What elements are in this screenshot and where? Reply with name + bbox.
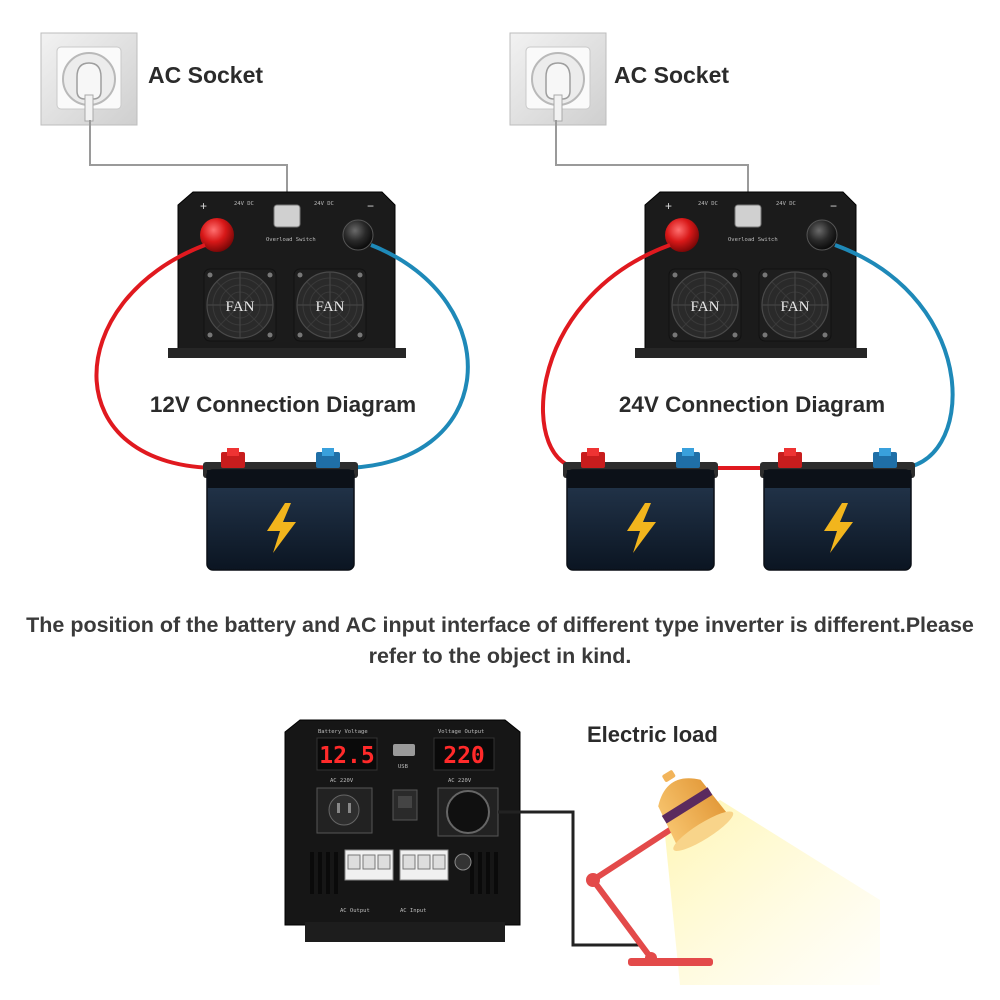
fan-label: FAN: [316, 299, 345, 315]
battery-display: [316, 737, 378, 771]
negative-wire: [834, 243, 955, 471]
battery-display-value: 12.5: [319, 743, 374, 769]
battery-voltage-caption: Battery Voltage: [318, 729, 368, 735]
ac-input-port: [734, 204, 762, 228]
ac-output-label: AC Output: [340, 908, 370, 914]
fan-label: FAN: [781, 299, 810, 315]
positive-wire: [94, 243, 223, 471]
ac-socket-icon: [509, 32, 607, 126]
negative-terminal: [806, 219, 838, 251]
ac-input-wire: [555, 120, 749, 205]
voltage-display: [433, 737, 495, 771]
minus-sign: −: [830, 199, 837, 213]
ac-input-port: [273, 204, 301, 228]
usb-caption: USB: [398, 764, 409, 770]
ac-socket-icon: [40, 32, 138, 126]
ac-in-caption: AC 220V: [330, 778, 354, 784]
output-socket-icon: [446, 790, 490, 834]
switch-label: Overload Switch: [266, 237, 316, 243]
diagram-24v: AC Socket 24V DC 24V DC Overload Switch …: [509, 32, 955, 571]
battery-icon: [202, 447, 359, 571]
voltage-output-caption: Voltage Output: [438, 729, 484, 735]
ac-input-label: AC Input: [400, 908, 427, 914]
large-inverter: Battery Voltage Voltage Output 12.5 220 …: [284, 719, 521, 942]
compatibility-note: The position of the battery and AC input…: [26, 613, 974, 668]
switch-label: Overload Switch: [728, 237, 778, 243]
load-label: Electric load: [587, 722, 718, 747]
dc-label-left: 24V DC: [234, 201, 254, 207]
diagram-12v: AC Socket 24V DC 24V DC Overload Switch …: [40, 32, 470, 571]
terminal-block: [344, 849, 449, 881]
usb-port: [393, 744, 415, 756]
ac-socket-label: AC Socket: [614, 62, 729, 88]
fan-label: FAN: [691, 299, 720, 315]
negative-wire: [336, 243, 470, 471]
voltage-display-value: 220: [443, 743, 485, 769]
inverter-12v: 24V DC 24V DC Overload Switch + − FAN FA…: [168, 191, 406, 358]
battery-icon: [562, 447, 719, 571]
fan-label: FAN: [226, 299, 255, 315]
positive-terminal: [200, 218, 234, 252]
dc-label-right: 24V DC: [776, 201, 796, 207]
ac-input-wire: [89, 120, 288, 205]
ac-socket-label: AC Socket: [148, 62, 263, 88]
plus-sign: +: [200, 199, 207, 213]
minus-sign: −: [367, 199, 374, 213]
load-wire: [498, 810, 640, 947]
lamp-icon: [586, 770, 880, 985]
negative-terminal: [342, 219, 374, 251]
ac-out-caption: AC 220V: [448, 778, 472, 784]
inverter-24v: 24V DC 24V DC Overload Switch + − FAN FA…: [635, 191, 867, 358]
dc-label-left: 24V DC: [698, 201, 718, 207]
dc-label-right: 24V DC: [314, 201, 334, 207]
battery-icon: [759, 447, 916, 571]
diagram-title: 24V Connection Diagram: [619, 392, 885, 417]
diagram-title: 12V Connection Diagram: [150, 392, 416, 417]
positive-terminal: [665, 218, 699, 252]
plus-sign: +: [665, 199, 672, 213]
positive-wire: [540, 243, 671, 471]
